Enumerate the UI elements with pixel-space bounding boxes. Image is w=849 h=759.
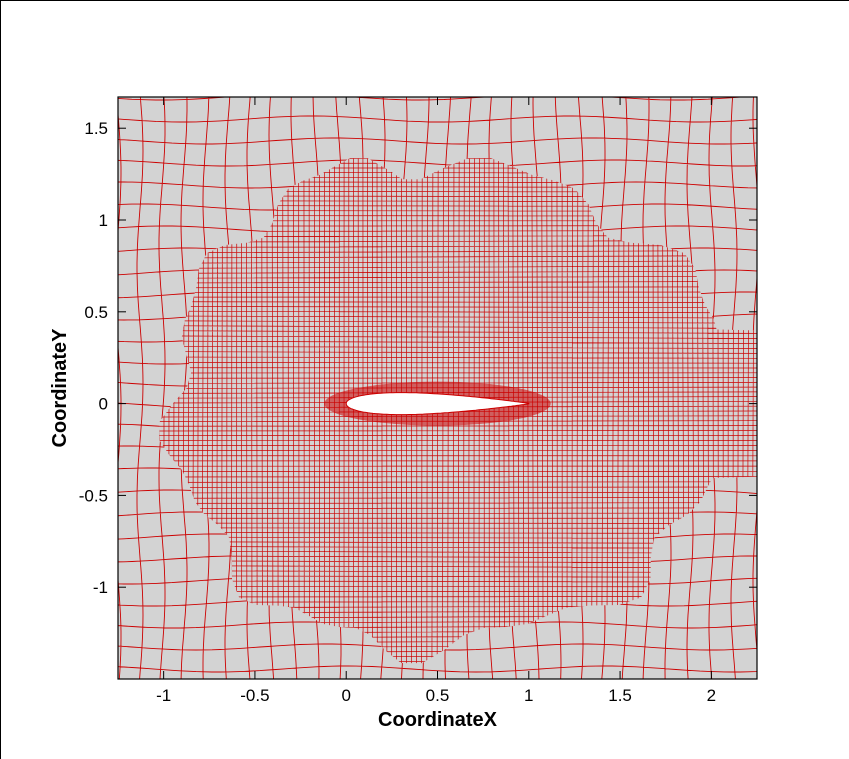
x-tick-label: 1.5 [608,686,632,705]
y-tick-label: -0.5 [79,486,108,505]
x-tick-label: 1 [524,686,533,705]
x-tick-label: 2 [707,686,716,705]
y-tick-label: 1.5 [84,119,108,138]
x-tick-label: 0 [341,686,350,705]
x-tick-label: -0.5 [240,686,269,705]
y-axis-ticks: -1 -0.5 0 0.5 1 1.5 [79,119,757,597]
y-tick-label: 0.5 [84,303,108,322]
x-tick-label: -1 [156,686,171,705]
plot-area [118,97,757,679]
y-tick-label: -1 [93,578,108,597]
airfoil-shape [345,392,530,416]
y-tick-label: 0 [99,395,108,414]
x-axis-ticks: -1 -0.5 0 0.5 1 1.5 2 [156,97,716,705]
y-axis-title: CoordinateY [49,328,71,448]
x-tick-label: 0.5 [426,686,450,705]
y-tick-label: 1 [99,211,108,230]
x-axis-title: CoordinateX [378,709,498,731]
